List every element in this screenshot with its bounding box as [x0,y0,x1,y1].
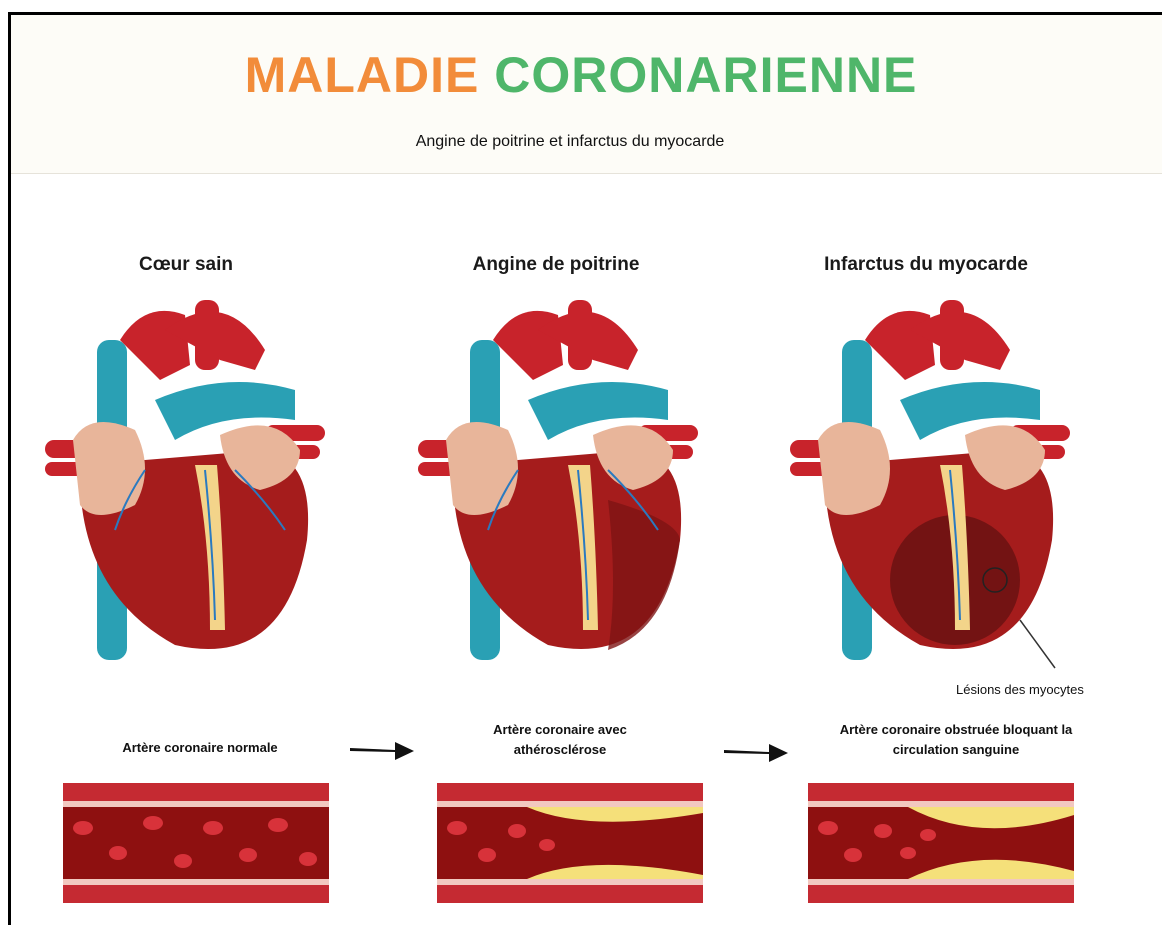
caption-atherosclerosis-line-2: athérosclérose [440,740,680,760]
panel-label-infarction: Infarctus du myocarde [776,254,1076,276]
title-word-1: MALADIE [245,47,480,103]
heart-infarction-illustration [790,290,1070,670]
caption-normal-artery: Artère coronaire normale [60,738,340,758]
caption-blocked-artery-line-2: circulation sanguine [806,740,1106,760]
vessel-blocked [808,783,1074,903]
lesion-label: Lésions des myocytes [956,682,1084,697]
subtitle: Angine de poitrine et infarctus du myoca… [0,133,1140,151]
title-word-2: CORONARIENNE [494,47,917,103]
page-title: MALADIE CORONARIENNE [0,46,1162,104]
heart-angina-illustration [418,290,698,670]
arrow-right-icon [350,738,415,762]
caption-blocked-artery: Artère coronaire obstruée bloquant la ci… [806,720,1106,760]
caption-atherosclerosis-line-1: Artère coronaire avec [440,720,680,740]
heart-angina-shape [418,300,698,660]
heart-healthy-shape [45,300,325,660]
heart-infarction-shape [790,300,1070,668]
panel-label-angina: Angine de poitrine [406,254,706,276]
panel-label-healthy: Cœur sain [36,254,336,276]
vessel-atherosclerosis [437,783,703,903]
heart-healthy-illustration [45,290,325,670]
caption-atherosclerosis: Artère coronaire avec athérosclérose [440,720,680,760]
vessel-normal [63,783,329,903]
caption-blocked-artery-line-1: Artère coronaire obstruée bloquant la [806,720,1106,740]
arrow-right-icon [724,740,789,764]
